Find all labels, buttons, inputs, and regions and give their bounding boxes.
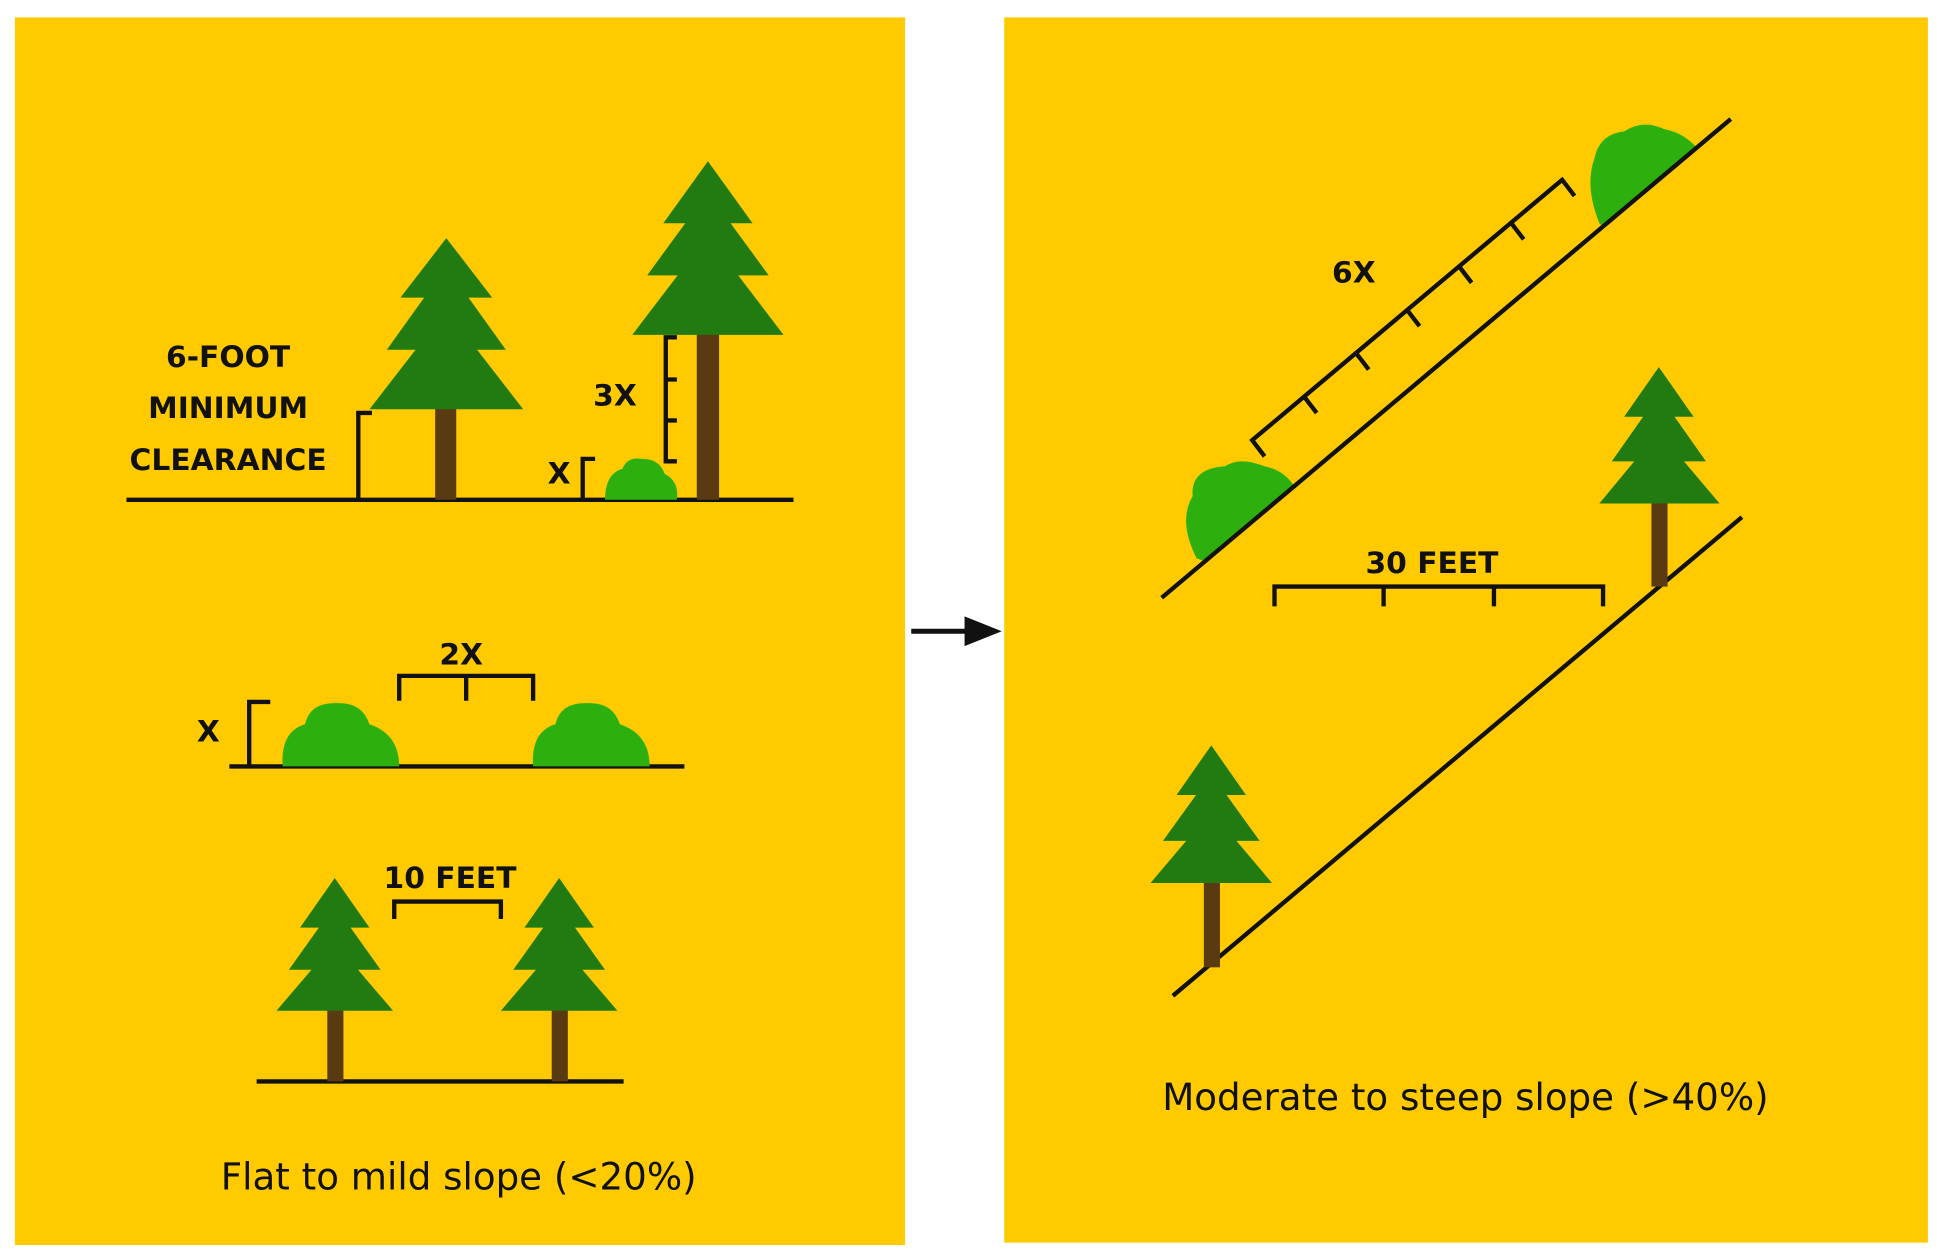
shrub-height-label: X <box>197 715 220 750</box>
steep-slope-caption: Moderate to steep slope (>40%) <box>1162 1075 1768 1119</box>
tree-spacing-scene: 10 FEET <box>256 861 624 1084</box>
panel-background <box>14 17 906 1246</box>
tree-spacing-label: 30 FEET <box>1365 546 1499 581</box>
clearance-scene: 6-FOOT MINIMUM CLEARANCE X 3X <box>126 161 794 502</box>
shrub-spacing-label: 6X <box>1332 256 1376 291</box>
clearance-bracket <box>356 410 372 500</box>
shrub-height-bracket <box>580 456 596 500</box>
clearance-label-line1: 6-FOOT <box>166 340 291 375</box>
tree-spacing-label: 10 FEET <box>384 861 518 896</box>
shrub-icon <box>1590 124 1701 236</box>
tree-clearance-label: 3X <box>593 379 637 414</box>
shrub-spacing-label: 2X <box>439 638 483 673</box>
shrub-icon <box>282 703 400 767</box>
clearance-label-line3: CLEARANCE <box>130 443 327 478</box>
tall-tree-icon <box>632 161 784 500</box>
clearance-label-line2: MINIMUM <box>148 391 308 426</box>
tree-icon <box>1150 745 1273 968</box>
tree-icon <box>276 878 394 1082</box>
small-shrub-icon <box>605 458 678 500</box>
tree-icon <box>369 238 524 500</box>
shrub-height-label: X <box>548 457 571 492</box>
shrub-spacing-scene: X 2X <box>197 638 685 769</box>
tree-spacing-bracket <box>1272 584 1606 607</box>
shrub-spacing-bracket <box>1249 176 1577 458</box>
tree-icon <box>1599 367 1720 587</box>
right-arrow-icon <box>911 616 1002 647</box>
flat-slope-panel: 6-FOOT MINIMUM CLEARANCE X 3X X 2X <box>14 17 906 1246</box>
tree-spacing-bracket <box>392 899 504 919</box>
shrub-icon <box>1186 461 1300 571</box>
panel-background <box>1004 17 1928 1243</box>
upper-slope-line <box>1160 117 1733 600</box>
shrub-height-bracket <box>247 699 271 767</box>
steep-slope-panel: 6X 30 FEET Moderate to steep slope (>40%… <box>1004 17 1928 1243</box>
flat-slope-caption: Flat to mild slope (<20%) <box>221 1154 697 1198</box>
lower-slope-line <box>1171 515 1744 998</box>
shrub-icon <box>532 703 650 767</box>
tree-clearance-bracket <box>663 335 677 464</box>
shrub-spacing-bracket <box>397 673 536 701</box>
tree-icon <box>500 878 618 1082</box>
